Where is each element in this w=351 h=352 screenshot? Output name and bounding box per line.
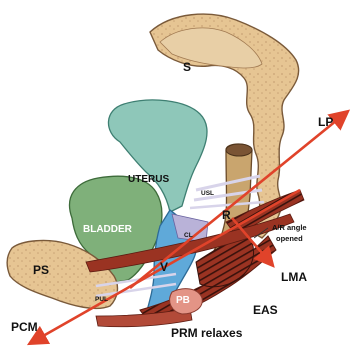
- label-pul: PUL: [95, 296, 108, 303]
- label-bladder: BLADDER: [83, 224, 133, 235]
- label-rectum: R: [222, 208, 231, 222]
- label-usl: USL: [201, 190, 214, 197]
- label-pcm: PCM: [11, 320, 38, 334]
- label-uterus: UTERUS: [128, 174, 169, 185]
- rectum-opening: [226, 144, 252, 156]
- label-pubic-symphysis: PS: [33, 263, 49, 277]
- label-eas: EAS: [253, 303, 278, 317]
- label-ar-angle-line2: opened: [276, 234, 303, 243]
- label-vagina: V: [160, 260, 168, 274]
- label-ar-angle-line1: A/R angle: [272, 223, 307, 232]
- label-lp: LP: [318, 115, 333, 129]
- label-perineal-body: PB: [176, 295, 190, 306]
- label-prm: PRM relaxes: [171, 326, 243, 340]
- label-lma: LMA: [281, 270, 307, 284]
- label-cl: CL: [184, 232, 193, 239]
- label-sacrum: S: [183, 60, 191, 74]
